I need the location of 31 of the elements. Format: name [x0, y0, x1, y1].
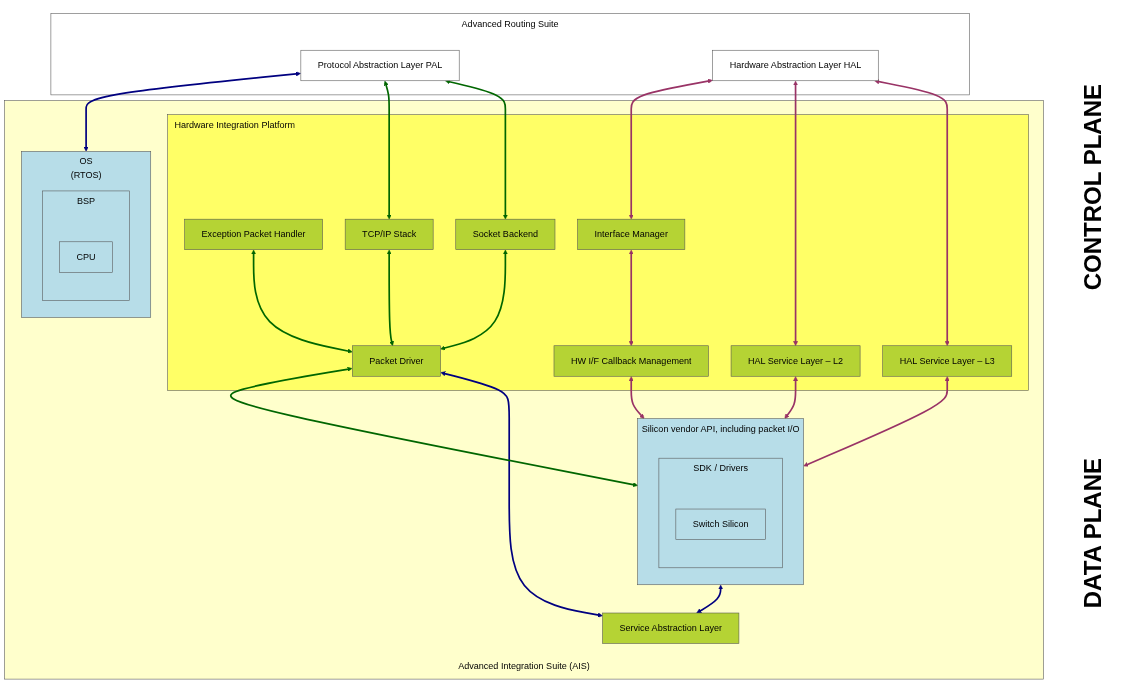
arrow — [628, 375, 645, 419]
arrow — [628, 249, 634, 346]
arrow — [445, 79, 508, 220]
arrow — [230, 366, 638, 487]
arrow — [803, 375, 950, 467]
node-box: Switch Silicon — [675, 508, 766, 540]
node-box: HAL Service Layer – L2 — [730, 345, 861, 377]
arrow — [440, 370, 603, 618]
arrow — [628, 78, 713, 220]
node-box: HAL Service Layer – L3 — [882, 345, 1013, 377]
arrow — [251, 249, 353, 354]
node-box: TCP/IP Stack — [344, 218, 434, 250]
plane-label: CONTROL PLANE — [1079, 83, 1107, 291]
plane-label: DATA PLANE — [1079, 457, 1107, 609]
node-box: Interface Manager — [577, 218, 686, 250]
arrow — [386, 249, 394, 346]
node-box: Service Abstraction Layer — [602, 612, 740, 644]
node-box: Packet Driver — [352, 345, 441, 377]
arrow — [696, 584, 724, 613]
arrow — [793, 80, 799, 346]
arrow — [874, 78, 950, 346]
arrow — [383, 80, 392, 220]
node-box: CPU — [59, 241, 113, 273]
arrow — [784, 375, 799, 419]
node-box: HW I/F Callback Management — [553, 345, 709, 377]
arrow — [83, 71, 301, 152]
node-box: Protocol Abstraction Layer PAL — [300, 49, 460, 81]
node-box: Socket Backend — [455, 218, 556, 250]
node-box: Hardware Abstraction Layer HAL — [712, 49, 879, 81]
node-box: Exception Packet Handler — [184, 218, 323, 250]
arrow — [440, 249, 508, 351]
